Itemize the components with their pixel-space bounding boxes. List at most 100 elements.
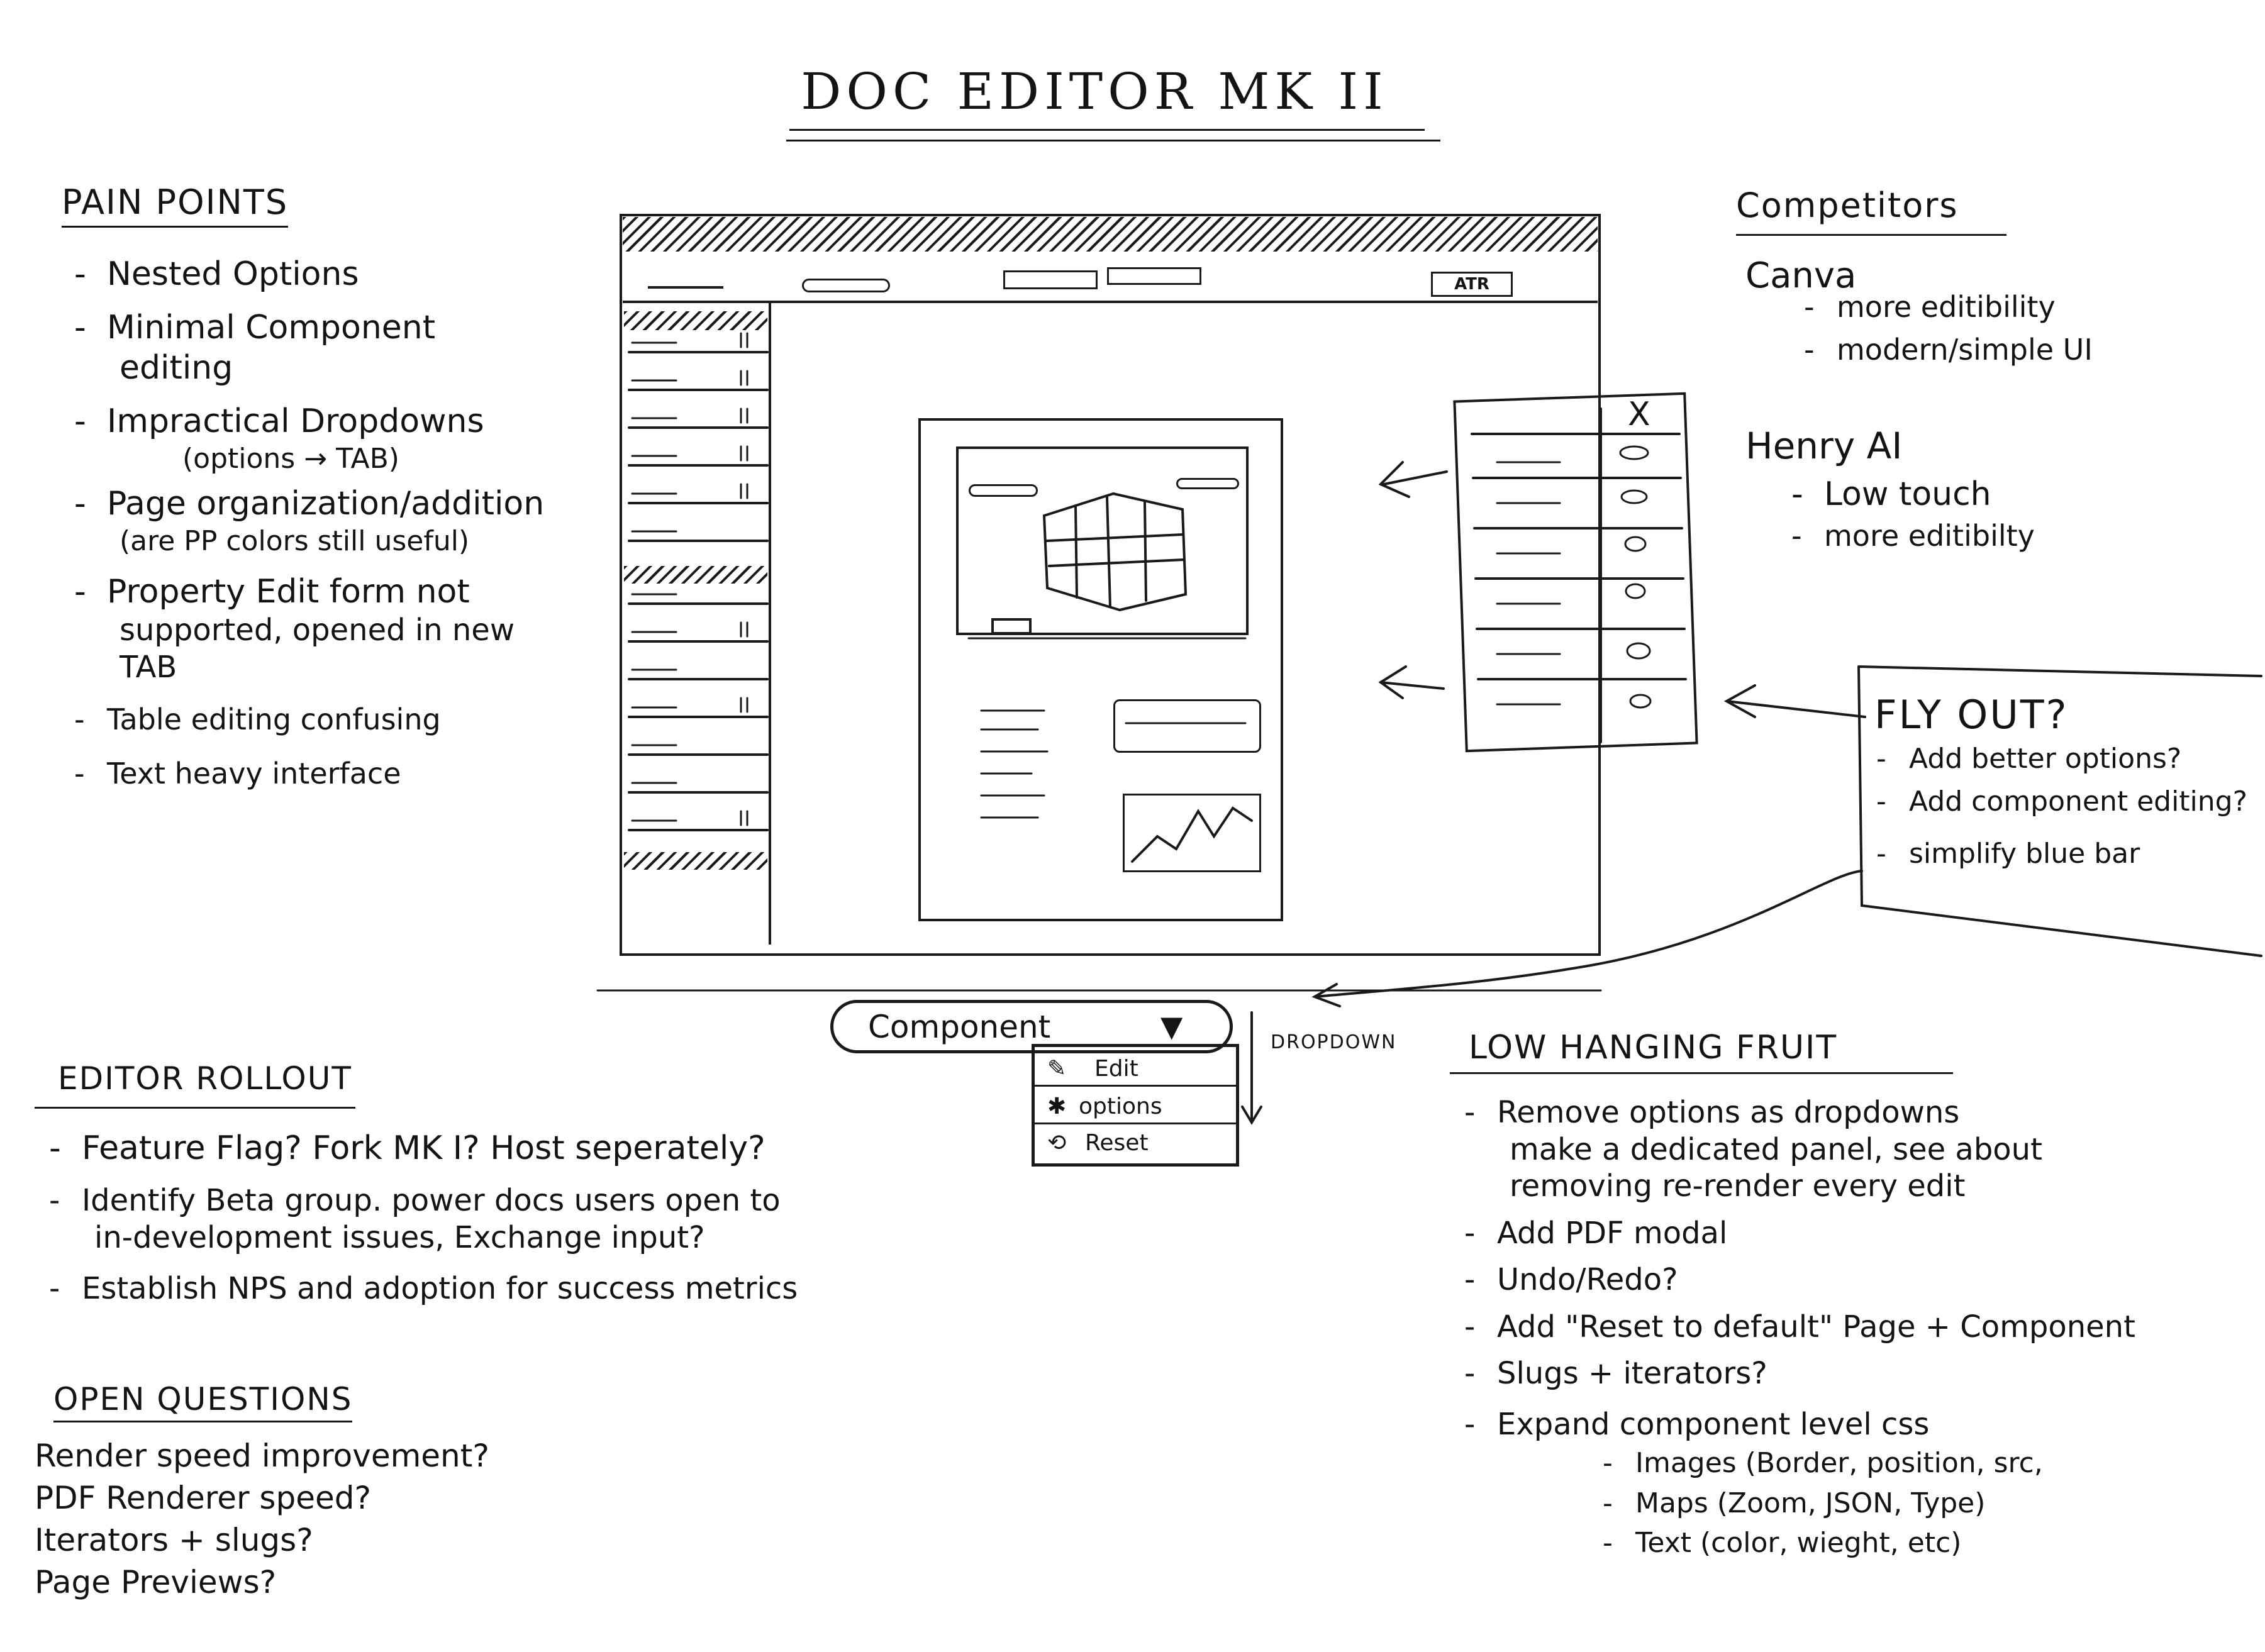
sidebar-row — [628, 351, 769, 831]
list-item: PDF Renderer speed? — [35, 1480, 372, 1516]
low-hanging-fruit-underline — [1450, 1072, 1953, 1074]
item-text-cont: supported, opened in new TAB — [120, 612, 515, 685]
list-item: more editibility — [1799, 289, 2093, 324]
open-questions-list: Render speed improvement? PDF Renderer s… — [35, 1437, 489, 1602]
list-item: Nested Options — [69, 255, 547, 295]
dropdown-arrow — [1241, 1011, 1262, 1125]
editor-rollout-list: Feature Flag? Fork MK I? Host seperately… — [44, 1129, 798, 1307]
toolbar-button[interactable]: ATR — [1431, 272, 1513, 297]
flyout-row-dash — [1496, 461, 1561, 706]
list-item: Table editing confusing — [69, 702, 547, 737]
list-item: Iterators + slugs? — [35, 1522, 313, 1558]
building-sketch — [1042, 492, 1188, 612]
item-text: Establish NPS and adoption for success m… — [82, 1270, 798, 1306]
pencil-icon: ✎ — [1047, 1056, 1067, 1082]
flyout-list: Add better options? Add component editin… — [1871, 742, 2247, 871]
list-item: Add "Reset to default" Page + Component — [1459, 1309, 2135, 1346]
chart-line — [1131, 806, 1253, 863]
flyout-row — [1471, 433, 1687, 680]
menu-item-options[interactable]: ✱ options — [1035, 1090, 1236, 1124]
canva-list: more editibility modern/simple UI — [1799, 289, 2093, 367]
open-questions-heading: OPEN QUESTIONS — [53, 1380, 353, 1422]
item-text: Slugs + iterators? — [1497, 1356, 1767, 1392]
css-sub-list: Images (Border, position, src, Maps (Zoo… — [1598, 1446, 2043, 1560]
title-underline — [789, 129, 1425, 131]
arrow-to-preview — [1378, 461, 1448, 498]
sidebar-hatched-row — [624, 852, 767, 870]
competitors-underline — [1736, 234, 2006, 236]
item-text: Identify Beta group. power docs users op… — [82, 1183, 781, 1219]
item-text-cont: removing re-render every edit — [1510, 1168, 1966, 1204]
menu-item-reset[interactable]: ⟲ Reset — [1035, 1126, 1236, 1158]
toolbar-tab[interactable] — [1003, 270, 1098, 289]
list-item: modern/simple UI — [1799, 332, 2093, 367]
item-text: Impractical Dropdowns — [107, 402, 484, 441]
item-text-cont: (options → TAB) — [182, 442, 399, 475]
flyout-toggle — [1619, 445, 1652, 709]
mockup-titlebar — [623, 217, 1598, 252]
dropdown-annotation: DROPDOWN — [1271, 1031, 1397, 1053]
item-text: Minimal Component — [107, 309, 436, 347]
item-text: Feature Flag? Fork MK I? Host seperately… — [82, 1129, 765, 1167]
flyout-heading: FLY OUT? — [1874, 692, 2069, 738]
editor-rollout-heading: EDITOR ROLLOUT — [58, 1060, 352, 1097]
chevron-down-icon[interactable]: ▼ — [1160, 1009, 1183, 1043]
item-text: Expand component level css — [1497, 1406, 1930, 1442]
list-item: Add better options? — [1871, 742, 2247, 776]
toolbar-short-line — [648, 286, 723, 289]
low-hanging-fruit-heading: LOW HANGING FRUIT — [1469, 1029, 1838, 1067]
list-item: Expand component level css — [1459, 1406, 2135, 1443]
item-text: Property Edit form not — [107, 572, 470, 611]
list-item: Text heavy interface — [69, 756, 547, 791]
menu-item-label: Edit — [1094, 1056, 1138, 1082]
item-text: Page organization/addition — [107, 485, 545, 523]
chart-box[interactable] — [1123, 794, 1261, 872]
card-box[interactable] — [1113, 699, 1261, 753]
item-text: Nested Options — [107, 255, 359, 293]
list-item: simplify blue bar — [1871, 837, 2247, 871]
list-item: Page organization/addition(are PP colors… — [69, 484, 547, 558]
competitor-name: Henry AI — [1745, 424, 1903, 467]
component-dropdown-label: Component — [868, 1009, 1051, 1045]
menu-item-label: options — [1079, 1094, 1162, 1119]
item-text: Table editing confusing — [107, 702, 441, 737]
item-text-cont: make a dedicated panel, see about — [1510, 1131, 2042, 1167]
mockup-toolbar-divider — [623, 301, 1598, 303]
sidebar-border — [769, 303, 771, 945]
list-item: Low touch — [1786, 475, 2035, 515]
list-item: Impractical Dropdowns(options → TAB) — [69, 402, 547, 475]
dropdown-menu: ✎ Edit ✱ options ⟲ Reset — [1032, 1044, 1239, 1167]
list-item: Slugs + iterators? — [1459, 1355, 2135, 1392]
item-text: Text heavy interface — [107, 757, 401, 791]
sidebar-hatched-row — [624, 566, 767, 584]
car-sketch — [991, 618, 1032, 635]
menu-item-label: Reset — [1085, 1130, 1149, 1156]
competitors-heading: Competitors — [1736, 186, 1959, 225]
menu-item-edit[interactable]: ✎ Edit — [1035, 1053, 1236, 1087]
arrow-note-to-dropdown — [1311, 870, 1863, 1007]
asterisk-icon: ✱ — [1047, 1094, 1067, 1119]
list-item: Text (color, wieght, etc) — [1598, 1526, 2043, 1560]
list-item: Add component editing? — [1871, 785, 2247, 819]
sidebar-hatched-row — [624, 311, 767, 330]
item-text: Add PDF modal — [1497, 1215, 1728, 1251]
list-item: Images (Border, position, src, — [1598, 1446, 2043, 1480]
list-item: Establish NPS and adoption for success m… — [44, 1270, 798, 1307]
item-text: Remove options as dropdowns — [1497, 1095, 1960, 1130]
list-item: more editibilty — [1786, 518, 2035, 553]
item-text-cont: (are PP colors still useful) — [120, 524, 470, 557]
toolbar-pill[interactable] — [802, 279, 890, 292]
list-item: Page Previews? — [35, 1564, 277, 1600]
hero-banner — [956, 446, 1249, 635]
item-text: Undo/Redo? — [1497, 1262, 1678, 1298]
hero-subtitle-pill — [1176, 478, 1239, 489]
toolbar-tab[interactable] — [1107, 267, 1201, 285]
item-text-cont: editing — [120, 348, 233, 387]
text-line — [980, 709, 1049, 819]
list-item: Feature Flag? Fork MK I? Host seperately… — [44, 1129, 798, 1169]
list-item: Undo/Redo? — [1459, 1261, 2135, 1299]
close-icon[interactable]: X — [1628, 396, 1650, 433]
